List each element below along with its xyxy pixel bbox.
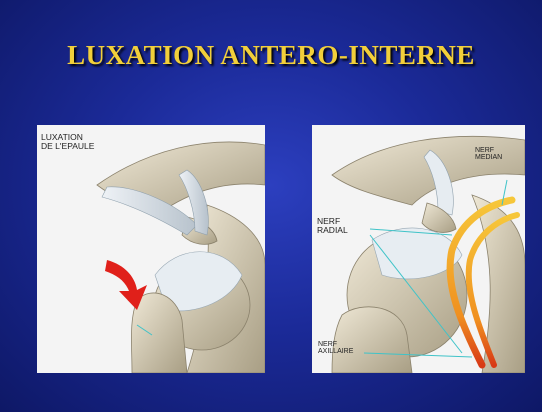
- dislocation-illustration: [37, 125, 265, 373]
- left-illustration-panel: LUXATION DE L'EPAULE: [37, 125, 265, 373]
- radial-nerve-label: NERF RADIAL: [317, 217, 348, 235]
- nerves-illustration: [312, 125, 525, 373]
- median-nerve-label: NERF MEDIAN: [475, 147, 502, 162]
- dislocation-label: LUXATION DE L'EPAULE: [41, 133, 94, 151]
- slide-title: LUXATION ANTERO-INTERNE: [0, 40, 542, 71]
- right-illustration-panel: NERF MEDIAN NERF RADIAL NERF AXILLAIRE: [312, 125, 525, 373]
- axillary-nerve-label: NERF AXILLAIRE: [318, 341, 353, 356]
